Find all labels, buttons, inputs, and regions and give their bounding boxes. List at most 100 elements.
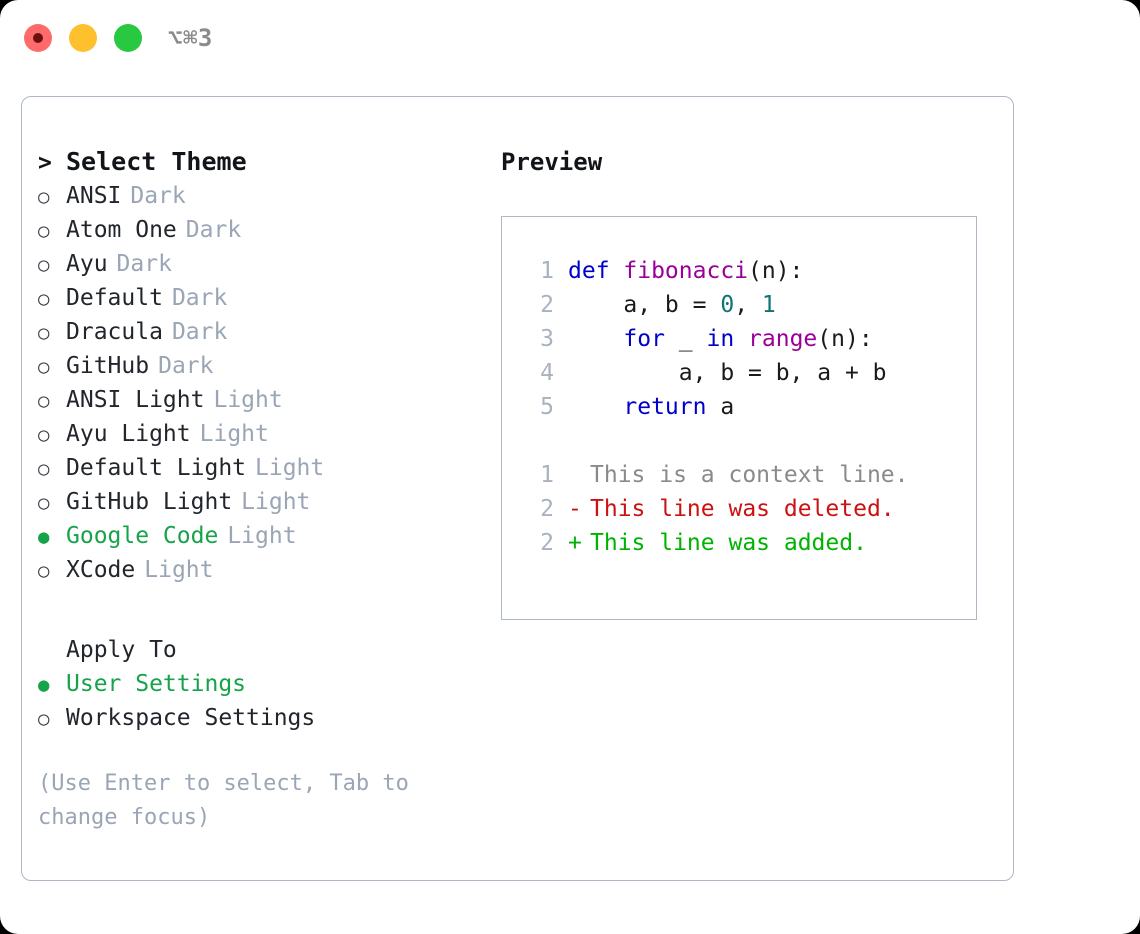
- diff-line: 2-This line was deleted.: [518, 492, 976, 526]
- code-text: for _ in range(n):: [568, 322, 872, 356]
- list-spacer: [38, 587, 493, 633]
- code-line: 3 for _ in range(n):: [518, 322, 976, 356]
- token-kw: for: [623, 326, 665, 352]
- theme-name: XCode: [66, 557, 136, 583]
- radio-unselected-icon: ○: [38, 288, 50, 310]
- prompt-marker: >: [38, 150, 52, 176]
- apply-to-title: Apply To: [66, 637, 177, 663]
- theme-list-item[interactable]: ○ Ayu Light Light: [38, 417, 493, 451]
- theme-variant-badge: Dark: [185, 217, 242, 243]
- apply-to-item[interactable]: ● User Settings: [38, 667, 493, 701]
- token-kw: return: [623, 394, 707, 420]
- radio-unselected-icon: ○: [38, 220, 50, 242]
- apply-to-item[interactable]: ○ Workspace Settings: [38, 701, 493, 735]
- theme-list-item[interactable]: ○ ANSI Light Light: [38, 383, 493, 417]
- theme-variant-badge: Light: [199, 421, 269, 447]
- radio-unselected-icon: ○: [38, 708, 50, 730]
- theme-variant-badge: Dark: [130, 183, 186, 209]
- token-pl: a: [706, 394, 735, 420]
- theme-list-item[interactable]: ○ Ayu Dark: [38, 247, 493, 281]
- theme-variant-badge: Light: [255, 455, 325, 481]
- radio-selected-icon: ●: [38, 674, 50, 696]
- radio-unselected-icon: ○: [38, 356, 50, 378]
- code-line: 5 return a: [518, 390, 976, 424]
- token-pl: ,: [734, 292, 762, 318]
- theme-variant-badge: Dark: [171, 285, 228, 311]
- diff-text: This line was deleted.: [590, 496, 895, 522]
- code-text: a, b = b, a + b: [568, 356, 887, 390]
- theme-list-item[interactable]: ○ ANSI Dark: [38, 179, 493, 213]
- diff-line: 2+This line was added.: [518, 526, 976, 560]
- maximize-button[interactable]: [114, 24, 142, 52]
- code-line: 2 a, b = 0, 1: [518, 288, 976, 322]
- preview-title: Preview: [501, 148, 603, 176]
- line-number: 1: [540, 258, 554, 284]
- theme-name: Ayu: [66, 251, 108, 277]
- diff-text: This is a context line.: [590, 462, 909, 488]
- token-kw: in: [706, 326, 735, 352]
- line-number: 2: [540, 530, 554, 556]
- preview-spacer: [518, 424, 976, 458]
- radio-unselected-icon: ○: [38, 254, 50, 276]
- line-number: 2: [540, 292, 554, 318]
- token-kw: def: [568, 258, 624, 284]
- token-num: 0: [720, 292, 735, 318]
- theme-picker-header: > Select Theme: [38, 145, 493, 179]
- theme-list-item[interactable]: ○ Default Light Light: [38, 451, 493, 485]
- page-title: Select Theme: [66, 147, 247, 176]
- radio-unselected-icon: ○: [38, 424, 50, 446]
- token-num: 1: [761, 292, 776, 318]
- theme-name: Default Light: [66, 455, 247, 481]
- token-pl: [568, 394, 623, 420]
- theme-variant-badge: Light: [241, 489, 311, 515]
- theme-name: Ayu Light: [66, 421, 191, 447]
- theme-list-item[interactable]: ○ GitHub Light Light: [38, 485, 493, 519]
- close-button[interactable]: [24, 24, 52, 52]
- apply-to-indent: ○: [38, 634, 66, 668]
- diff-marker: [568, 458, 590, 492]
- token-pl: a, b =: [568, 292, 721, 318]
- theme-name: Atom One: [66, 217, 177, 243]
- theme-name: ANSI: [66, 183, 122, 209]
- radio-unselected-icon: ○: [38, 458, 50, 480]
- radio-selected-icon: ●: [38, 526, 50, 548]
- minimize-button[interactable]: [69, 24, 97, 52]
- radio-unselected-icon: ○: [38, 186, 50, 208]
- token-pl: _: [664, 326, 707, 352]
- keyboard-hint: (Use Enter to select, Tab to change focu…: [38, 771, 409, 830]
- diff-marker: -: [568, 496, 582, 522]
- apply-to-header: ○ Apply To: [38, 633, 493, 667]
- theme-name: ANSI Light: [66, 387, 205, 413]
- theme-name: Dracula: [66, 319, 163, 345]
- token-pl: (n):: [748, 258, 804, 284]
- diff-marker: +: [568, 530, 582, 556]
- apply-to-label: User Settings: [66, 671, 247, 697]
- theme-list-item[interactable]: ○ Atom One Dark: [38, 213, 493, 247]
- line-number: 2: [540, 496, 554, 522]
- theme-name: GitHub Light: [66, 489, 233, 515]
- line-number: 4: [540, 360, 554, 386]
- token-pl: a, b = b, a + b: [568, 360, 887, 386]
- apply-to-label: Workspace Settings: [66, 705, 316, 731]
- theme-variant-badge: Light: [213, 387, 283, 413]
- radio-unselected-icon: ○: [38, 492, 50, 514]
- theme-name: Google Code: [66, 523, 219, 549]
- theme-variant-badge: Light: [144, 557, 214, 583]
- theme-name: GitHub: [66, 353, 150, 379]
- theme-variant-badge: Dark: [116, 251, 172, 277]
- radio-unselected-icon: ○: [38, 390, 50, 412]
- theme-variant-badge: Dark: [171, 319, 228, 345]
- diff-sample: 1 This is a context line.2-This line was…: [518, 458, 976, 560]
